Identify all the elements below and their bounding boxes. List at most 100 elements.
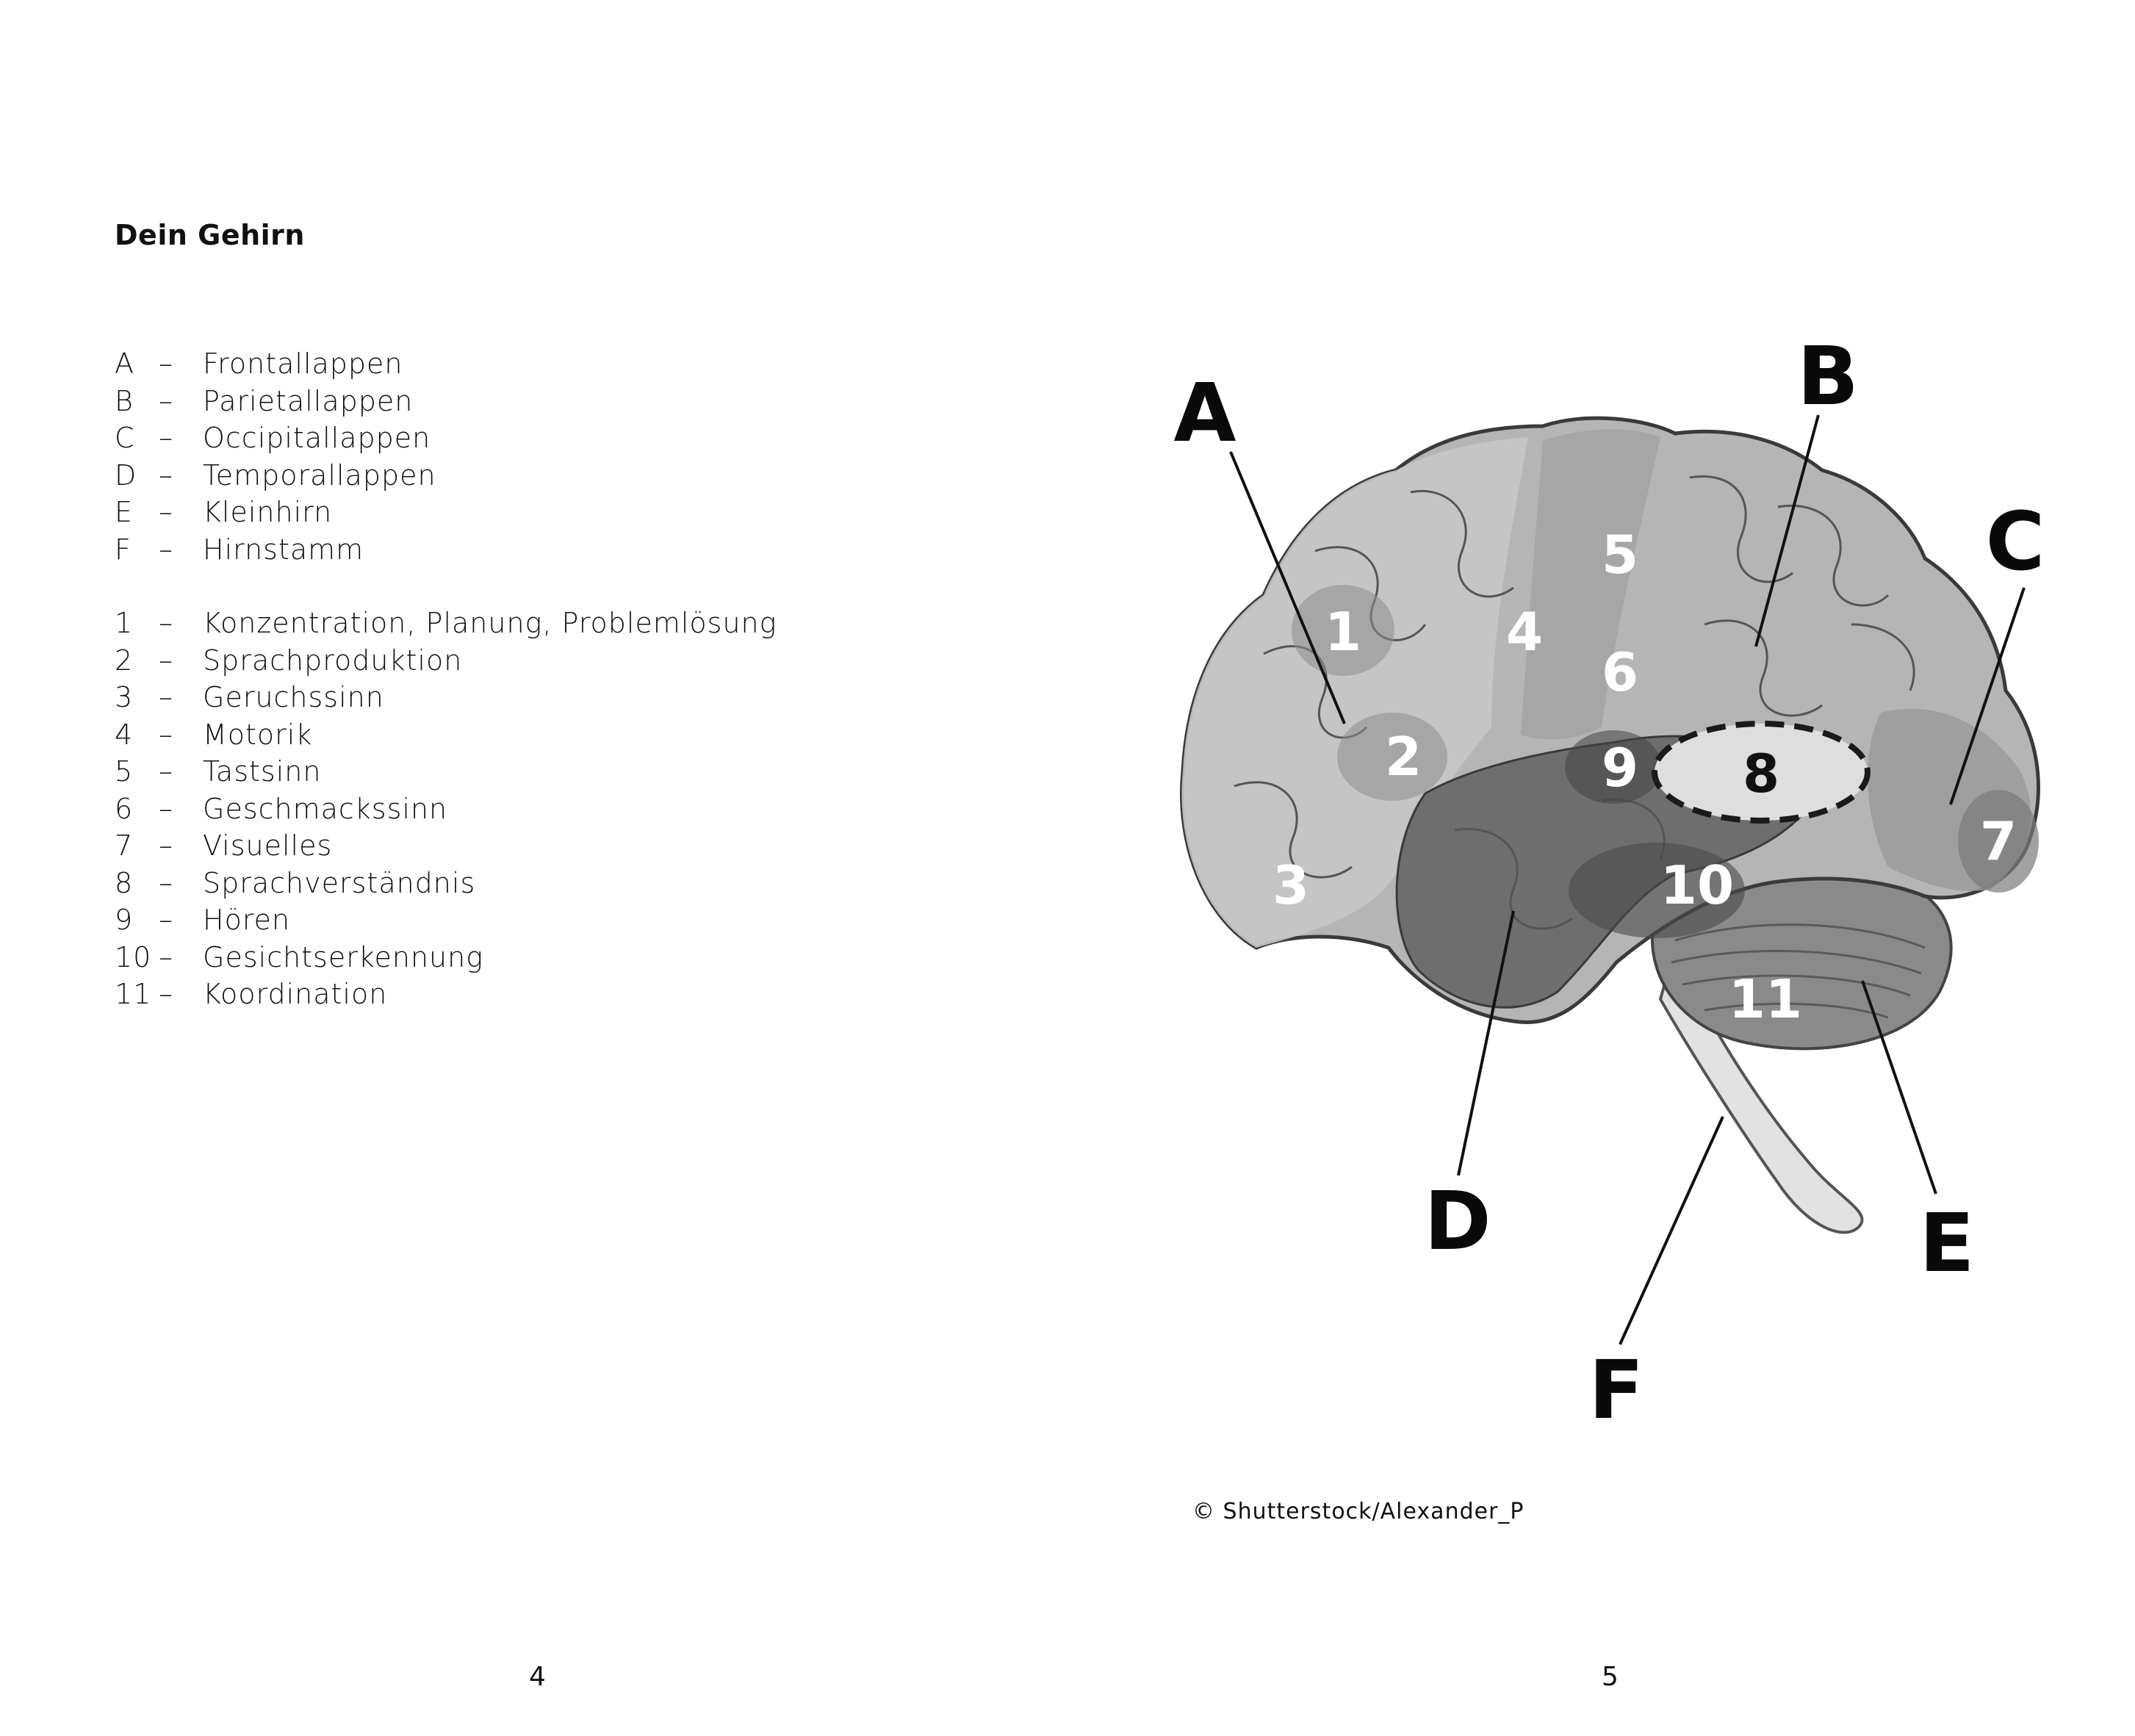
legend-item-lobe: E–Kleinhirn bbox=[115, 494, 777, 531]
region-1-highlight bbox=[1292, 585, 1394, 676]
legend-item-lobe: F–Hirnstamm bbox=[115, 531, 777, 569]
legend-item-lobe: C–Occipitallappen bbox=[115, 419, 777, 457]
page-number-right: 5 bbox=[1602, 1662, 1619, 1692]
legend-dash: – bbox=[159, 866, 173, 899]
legend-item-lobe: D–Temporallappen bbox=[115, 457, 777, 494]
legend-key: 7 bbox=[115, 829, 134, 862]
legend-key: C bbox=[115, 422, 135, 454]
legend-dash: – bbox=[159, 384, 173, 417]
region-7-highlight bbox=[1958, 790, 2039, 893]
region-label-7: 7 bbox=[1980, 810, 2017, 872]
legend-item-lobe: A–Frontallappen bbox=[115, 345, 777, 383]
brain-illustration: 1 2 3 4 5 6 7 8 9 10 11 A B C D E F bbox=[1173, 329, 2045, 1437]
legend-key: 6 bbox=[115, 792, 134, 825]
frontal-lobe bbox=[1181, 437, 1528, 948]
region-label-6: 6 bbox=[1602, 641, 1638, 703]
legend-key: 10 bbox=[115, 940, 152, 973]
legend-key: E bbox=[115, 496, 134, 528]
legend-text: Occipitallappen bbox=[203, 422, 431, 454]
legend-dash: – bbox=[159, 829, 173, 862]
legend-dash: – bbox=[159, 940, 173, 973]
legend-key: 11 bbox=[115, 978, 152, 1010]
region-label-11: 11 bbox=[1729, 968, 1802, 1030]
legend-key: 3 bbox=[115, 681, 134, 713]
legend-item-function: 10–Gesichtserkennung bbox=[115, 939, 777, 976]
legend-item-function: 9–Hören bbox=[115, 901, 777, 939]
legend-item-function: 2–Sprachproduktion bbox=[115, 642, 777, 680]
legend-text: Koordination bbox=[203, 978, 388, 1010]
image-credit: © Shutterstock/Alexander_P bbox=[1192, 1499, 1524, 1524]
legend: A–Frontallappen B–Parietallappen C–Occip… bbox=[115, 345, 777, 1013]
legend-dash: – bbox=[159, 347, 173, 380]
legend-key: 5 bbox=[115, 755, 134, 788]
legend-dash: – bbox=[159, 792, 173, 825]
legend-item-function: 4–Motorik bbox=[115, 716, 777, 754]
legend-dash: – bbox=[159, 607, 173, 639]
legend-item-function: 8–Sprachverständnis bbox=[115, 865, 777, 902]
legend-key: A bbox=[115, 347, 134, 380]
page-number-left: 4 bbox=[529, 1662, 546, 1692]
legend-key: 2 bbox=[115, 644, 134, 677]
lobe-label-b: B bbox=[1797, 329, 1859, 423]
legend-text: Geruchssinn bbox=[203, 681, 384, 713]
legend-text: Kleinhirn bbox=[203, 496, 333, 528]
legend-text: Motorik bbox=[203, 718, 313, 751]
legend-text: Gesichtserkennung bbox=[203, 940, 484, 973]
region-label-3: 3 bbox=[1272, 854, 1309, 916]
cerebellum-folds bbox=[1671, 923, 1926, 1019]
lobe-label-c: C bbox=[1986, 494, 2045, 588]
lobe-label-d: D bbox=[1424, 1174, 1491, 1268]
region-2-highlight bbox=[1337, 713, 1447, 801]
left-page: Dein Gehirn A–Frontallappen B–Parietalla… bbox=[115, 219, 777, 1692]
legend-text: Sprachverständnis bbox=[203, 866, 476, 899]
legend-text: Visuelles bbox=[203, 829, 333, 862]
region-label-5: 5 bbox=[1602, 524, 1638, 586]
legend-dash: – bbox=[159, 718, 173, 751]
function-legend: 1–Konzentration, Planung, Problemlösung … bbox=[115, 605, 777, 1013]
legend-text: Hören bbox=[203, 904, 291, 936]
lobe-legend: A–Frontallappen B–Parietallappen C–Occip… bbox=[115, 345, 777, 568]
region-label-1: 1 bbox=[1325, 601, 1361, 663]
leader-lines bbox=[1229, 414, 2026, 1345]
region-label-8: 8 bbox=[1743, 743, 1779, 804]
legend-text: Tastsinn bbox=[203, 755, 322, 788]
legend-dash: – bbox=[159, 533, 173, 566]
legend-item-function: 6–Geschmackssinn bbox=[115, 790, 777, 828]
legend-dash: – bbox=[159, 496, 173, 528]
legend-dash: – bbox=[159, 458, 173, 491]
legend-item-function: 1–Konzentration, Planung, Problemlösung bbox=[115, 605, 777, 642]
motor-cortex bbox=[1521, 429, 1660, 740]
lobe-label-a: A bbox=[1173, 366, 1236, 460]
legend-text: Parietallappen bbox=[203, 384, 414, 417]
lobe-label-e: E bbox=[1919, 1196, 1974, 1290]
legend-dash: – bbox=[159, 681, 173, 713]
legend-key: 1 bbox=[115, 607, 134, 639]
brain-diagram: 1 2 3 4 5 6 7 8 9 10 11 A B C D E F bbox=[1146, 316, 2072, 1462]
region-10-highlight bbox=[1569, 843, 1745, 938]
lobe-label-f: F bbox=[1588, 1343, 1643, 1437]
page-title: Dein Gehirn bbox=[115, 219, 305, 251]
legend-key: 8 bbox=[115, 866, 134, 899]
region-label-2: 2 bbox=[1385, 726, 1422, 788]
legend-text: Temporallappen bbox=[203, 458, 436, 491]
legend-dash: – bbox=[159, 422, 173, 454]
legend-key: B bbox=[115, 384, 134, 417]
legend-dash: – bbox=[159, 978, 173, 1010]
legend-text: Geschmackssinn bbox=[203, 792, 448, 825]
legend-key: F bbox=[115, 533, 132, 566]
legend-dash: – bbox=[159, 904, 173, 936]
legend-item-function: 7–Visuelles bbox=[115, 827, 777, 865]
legend-item-function: 5–Tastsinn bbox=[115, 753, 777, 790]
legend-text: Konzentration, Planung, Problemlösung bbox=[203, 607, 777, 639]
legend-item-lobe: B–Parietallappen bbox=[115, 383, 777, 420]
region-9-highlight bbox=[1565, 730, 1662, 804]
legend-text: Hirnstamm bbox=[203, 533, 364, 566]
legend-key: 4 bbox=[115, 718, 134, 751]
legend-item-function: 3–Geruchssinn bbox=[115, 679, 777, 716]
legend-text: Sprachproduktion bbox=[203, 644, 463, 677]
legend-item-function: 11–Koordination bbox=[115, 976, 777, 1013]
legend-key: D bbox=[115, 458, 137, 491]
region-label-9: 9 bbox=[1602, 737, 1638, 799]
legend-text: Frontallappen bbox=[203, 347, 403, 380]
legend-dash: – bbox=[159, 755, 173, 788]
